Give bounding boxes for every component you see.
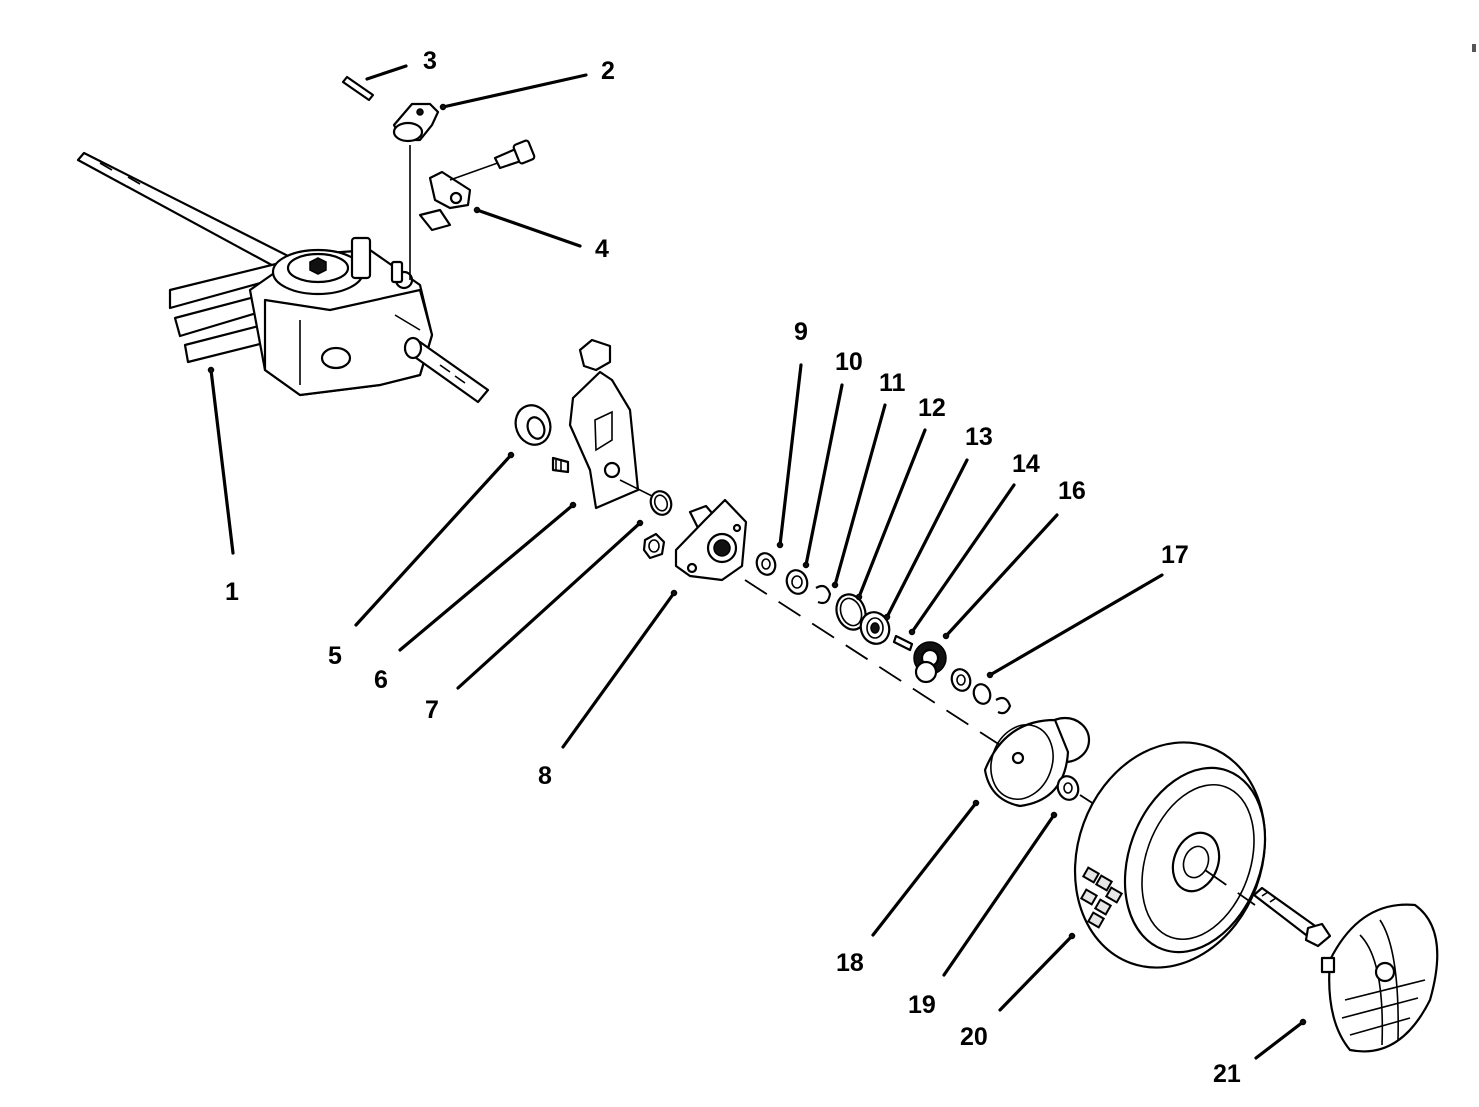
leader-17: [988, 573, 1164, 677]
callout-13: 13: [965, 423, 993, 451]
callout-14: 14: [1012, 450, 1040, 478]
part-12-ring: [835, 593, 867, 631]
callout-5: 5: [328, 642, 342, 670]
axle-bolt-icon: [1252, 886, 1332, 948]
nut-icon: [642, 532, 666, 560]
callout-7: 7: [425, 696, 439, 724]
part-7-o-ring: [649, 490, 673, 516]
part-1-drive-assembly: [76, 151, 490, 404]
bolt-icon: [551, 456, 570, 474]
callout-10: 10: [835, 348, 863, 376]
part-10-washer: [785, 569, 809, 595]
leader-lines: [207, 64, 1307, 1060]
leader-20: [998, 934, 1074, 1012]
callout-2: 2: [601, 57, 615, 85]
callout-20: 20: [960, 1023, 988, 1051]
leader-19: [942, 813, 1056, 977]
leader-9: [778, 363, 803, 547]
callout-17: 17: [1161, 541, 1189, 569]
part-4-bracket: [418, 139, 536, 232]
callout-18: 18: [836, 949, 864, 977]
callout-3: 3: [423, 47, 437, 75]
callout-19: 19: [908, 991, 936, 1019]
callout-9: 9: [794, 318, 808, 346]
leader-21: [1254, 1020, 1305, 1060]
leader-13: [885, 458, 969, 619]
part-2-cap: [392, 102, 440, 280]
part-6-plate: [568, 338, 661, 510]
leader-2: [441, 73, 588, 109]
part-14-key: [892, 634, 914, 652]
leader-11: [833, 403, 887, 587]
part-9-washer: [755, 552, 777, 576]
edge-mark: [1472, 44, 1476, 52]
leader-4: [475, 208, 582, 248]
callout-8: 8: [538, 762, 552, 790]
leader-7: [456, 521, 642, 690]
callout-labels: 1 2 3 4 5 6 7 8 9 10 11 12 13 14 16 17 1…: [225, 47, 1241, 1088]
leader-12: [857, 428, 927, 599]
part-20-wheel: [1073, 741, 1267, 969]
callout-12: 12: [918, 394, 946, 422]
leader-16: [944, 513, 1059, 638]
leader-6: [398, 503, 575, 652]
part-8-hub-housing: [674, 498, 1001, 746]
callout-4: 4: [595, 235, 609, 263]
callout-6: 6: [374, 666, 388, 694]
part-21-wheel-cover: [1320, 903, 1439, 1053]
callout-1: 1: [225, 578, 239, 606]
part-3-pin: [341, 75, 375, 102]
part-18-hub-cup: [983, 716, 1091, 808]
leader-14: [910, 483, 1016, 634]
callout-16: 16: [1058, 477, 1086, 505]
leader-8: [561, 591, 676, 749]
leader-5: [354, 453, 513, 627]
part-16-gear: [913, 641, 947, 684]
leader-1: [209, 368, 235, 555]
part-5-washer: [514, 404, 552, 446]
part-11-e-clip: [815, 584, 832, 605]
part-13-bearing: [859, 611, 891, 645]
leader-3: [365, 64, 408, 81]
part-17-washers: [950, 668, 1012, 715]
leader-10: [804, 383, 844, 567]
leader-18: [871, 801, 978, 937]
callout-21: 21: [1213, 1060, 1241, 1088]
callout-11: 11: [879, 369, 906, 397]
